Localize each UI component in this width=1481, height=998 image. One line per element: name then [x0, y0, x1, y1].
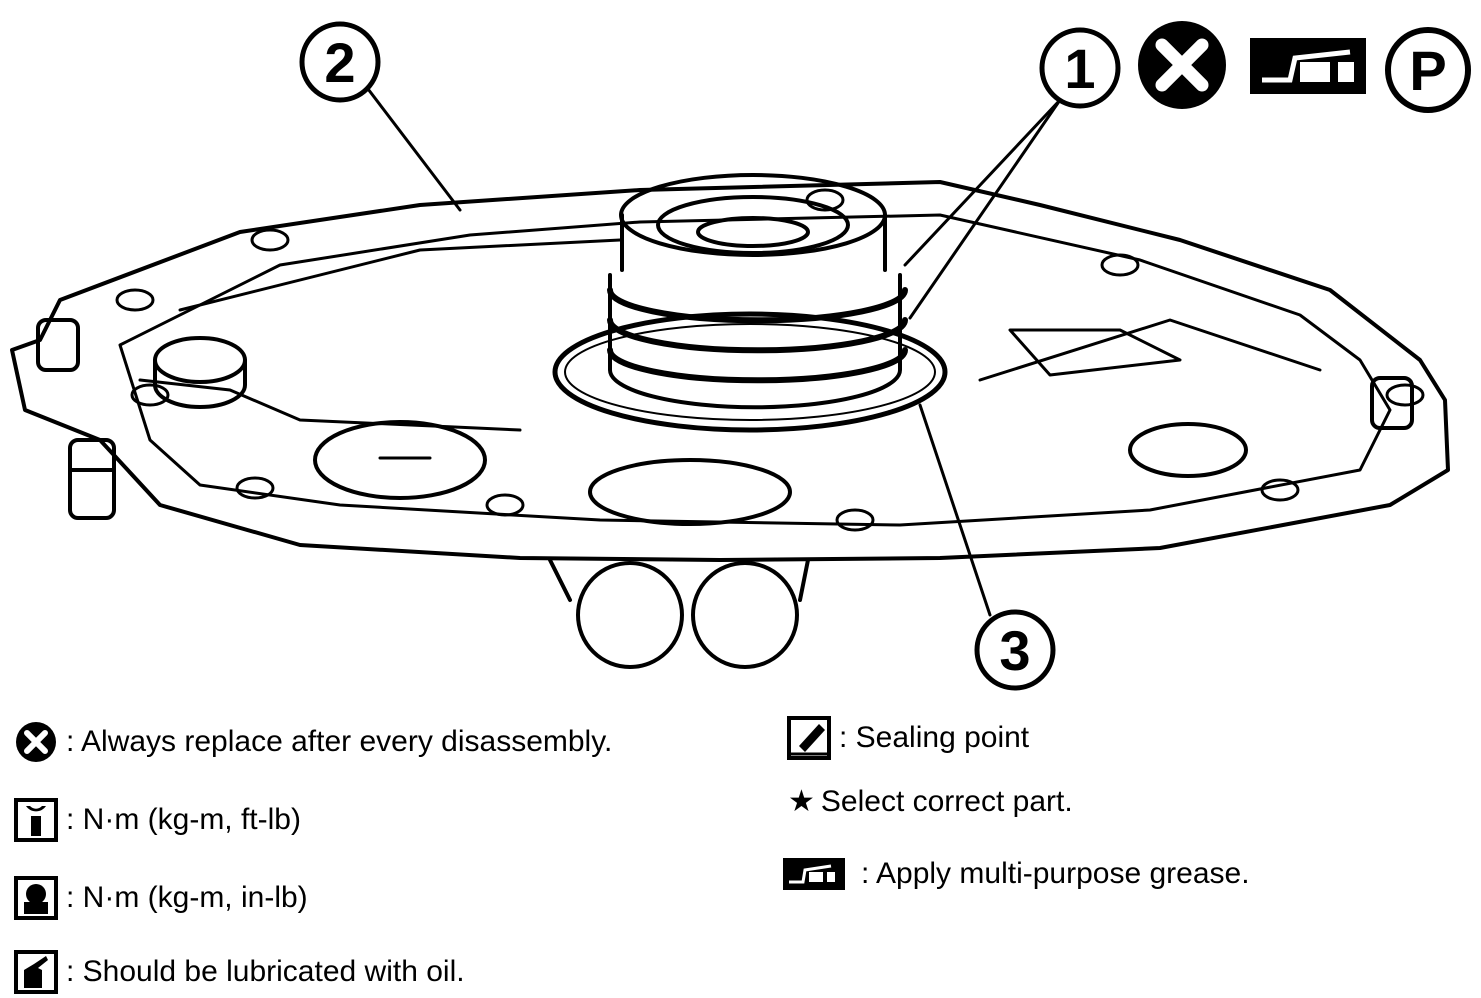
legend-lubricate: : Should be lubricated with oil.: [12, 950, 465, 994]
x-circle-icon: [16, 722, 56, 762]
callout-3: 3: [974, 609, 1056, 691]
legend-torque-ftlb-text: : N·m (kg-m, ft-lb): [66, 803, 301, 836]
star-icon: ★: [788, 785, 815, 818]
svg-text:3: 3: [999, 619, 1030, 682]
wrench-hand-icon: [14, 876, 58, 920]
legend-select-part-text: Select correct part.: [820, 785, 1073, 818]
legend-grease: : Apply multi-purpose grease.: [783, 852, 1250, 896]
seal-rings-1: [607, 287, 908, 384]
legend-sealing: : Sealing point: [785, 716, 1029, 760]
legend-select-part: ★ Select correct part.: [788, 780, 1073, 824]
legend-sealing-text: : Sealing point: [839, 721, 1030, 754]
svg-text:2: 2: [324, 31, 355, 94]
grease-gun-icon: [783, 858, 845, 890]
leader-lines: [363, 83, 1062, 617]
port-right: [691, 561, 799, 669]
svg-text:1: 1: [1064, 37, 1095, 100]
x-circle-icon: [1138, 21, 1226, 109]
side-bolt: [68, 438, 116, 520]
o-ring-3: [552, 311, 948, 433]
wrench-icon: [14, 798, 58, 842]
legend-torque-inlb: : N·m (kg-m, in-lb): [12, 876, 308, 920]
cover-outline: [10, 180, 1450, 562]
transmission-cover-diagram: 2 1 3 P: [10, 21, 1471, 691]
legend-lubricate-text: : Should be lubricated with oil.: [66, 955, 465, 988]
oil-can-icon: [14, 950, 58, 994]
central-hub: [608, 273, 902, 410]
gasket-line: [118, 213, 1392, 527]
legend-replace: : Always replace after every disassembly…: [12, 720, 612, 764]
callout-1: 1: [1039, 27, 1121, 109]
legend-grease-text: : Apply multi-purpose grease.: [861, 857, 1250, 890]
p-circle-icon: P: [1385, 27, 1471, 113]
grease-gun-icon: [1250, 38, 1366, 94]
bolt-holes: [115, 188, 1425, 532]
port-left: [576, 561, 684, 669]
legend-replace-text: : Always replace after every disassembly…: [66, 725, 613, 758]
callout-2: 2: [299, 21, 381, 103]
legend-torque-ftlb: : N·m (kg-m, ft-lb): [12, 798, 301, 842]
svg-text:P: P: [1409, 39, 1446, 102]
sealant-tube-icon: [787, 716, 831, 760]
legend-torque-inlb-text: : N·m (kg-m, in-lb): [66, 881, 308, 914]
